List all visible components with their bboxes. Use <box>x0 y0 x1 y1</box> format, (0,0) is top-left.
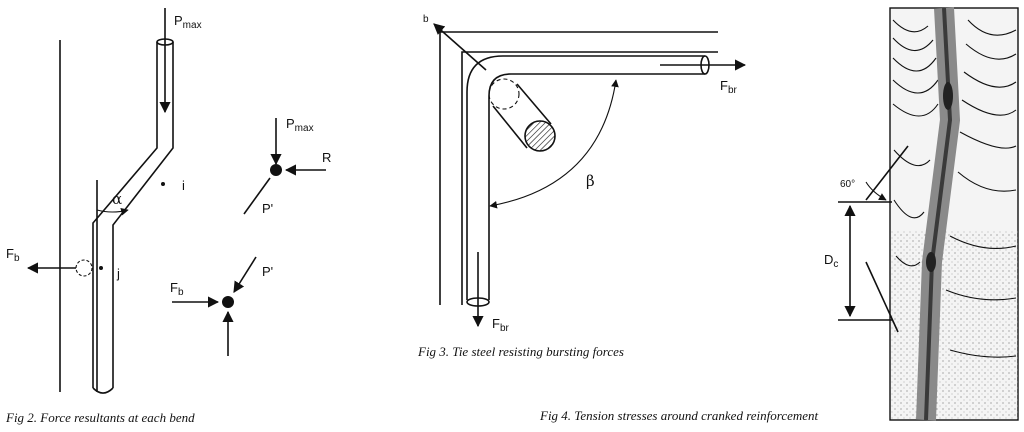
fig3-hidden-bar-circle <box>488 78 520 110</box>
fig2-j-label: j <box>116 266 120 281</box>
fig4-lower-60-line <box>865 261 899 333</box>
fig2-r-label: R <box>322 150 331 165</box>
fig3-diagram: b Fbr β Fbr Fig 3. Tie steel resisting b… <box>417 14 747 359</box>
fig3-main-bar-lower-edge <box>492 105 528 149</box>
fig4-bar-core <box>924 7 953 421</box>
fig2-alpha-arc <box>96 207 129 216</box>
fig2-diagram: Pmax i j α Fb Pmax R P' P' Fb Fig 2. For… <box>5 8 331 425</box>
fig2-bar-right-edge <box>112 42 174 388</box>
fig2-i-label: i <box>182 178 185 193</box>
fig3-main-bar-section <box>524 120 556 152</box>
fig4-dc-label: Dc <box>824 252 838 270</box>
fig4-stress-contours <box>892 19 1017 358</box>
fig2-alpha-label: α <box>112 190 122 208</box>
fig2-pprime-upper-label: P' <box>262 201 273 216</box>
fig2-node2-fb-label: Fb <box>170 280 184 298</box>
fig3-b-arrow <box>433 23 487 71</box>
fig4-angle-arc <box>865 181 887 201</box>
fig2-point-j <box>99 266 103 270</box>
fig2-node1-dot <box>270 164 282 176</box>
fig3-beta-arc <box>489 79 619 209</box>
fig3-caption: Fig 3. Tie steel resisting bursting forc… <box>417 344 624 359</box>
fig4-caption: Fig 4. Tension stresses around cranked r… <box>539 408 819 423</box>
fig2-pprime-lower-label: P' <box>262 264 273 279</box>
fig3-tie-inner-edge <box>488 73 705 300</box>
fig3-fbr-bottom-label: Fbr <box>492 316 510 334</box>
fig2-point-i <box>161 182 165 186</box>
fig4-lower-bend-mark <box>926 252 936 272</box>
fig2-fb-label: Fb <box>6 246 20 264</box>
fig3-fbr-right-label: Fbr <box>720 78 738 96</box>
fig3-beta-label: β <box>586 172 595 190</box>
fig4-stippled-region <box>890 230 1018 420</box>
fig2-node2-pprime-arrow <box>233 256 257 293</box>
fig2-bar-left-edge <box>92 42 158 388</box>
fig2-node1-pprime-line <box>243 177 271 215</box>
fig3-tie-outer-edge <box>466 55 705 300</box>
fig4-diagram: 60° Dc Fig 4. Tension stresses around cr… <box>539 7 1019 423</box>
fig4-upper-bend-mark <box>943 82 953 110</box>
fig2-caption: Fig 2. Force resultants at each bend <box>5 410 195 425</box>
fig3-inner-corner-line <box>461 51 718 305</box>
fig3-b-label: b <box>423 14 429 25</box>
fig2-bend-circle <box>75 259 93 277</box>
fig2-pmax-label: Pmax <box>174 13 202 31</box>
fig3-outer-corner-line <box>439 31 718 305</box>
fig2-node2-dot <box>222 296 234 308</box>
fig3-main-bar-upper-edge <box>516 83 552 125</box>
fig4-angle-label: 60° <box>840 179 855 190</box>
fig2-node1-pmax-label: Pmax <box>286 116 314 134</box>
fig2-bar-bottom-end <box>92 387 114 394</box>
